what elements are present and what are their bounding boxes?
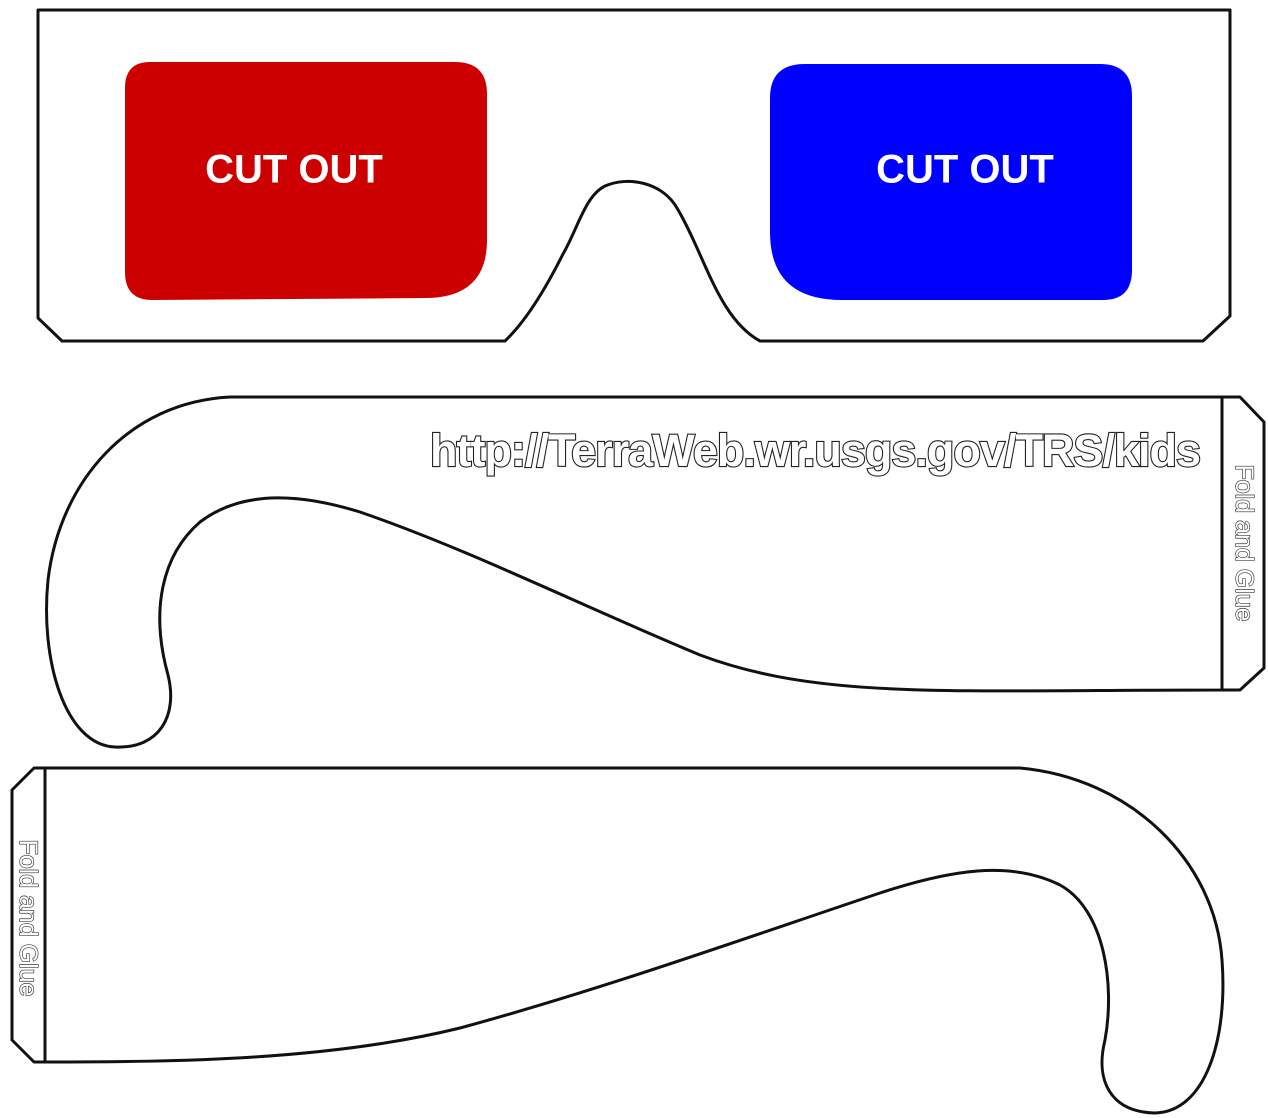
right-lens-blue [770, 64, 1132, 300]
temple-arm-top-fold-label: Fold and Glue [1230, 464, 1258, 621]
temple-arm-bottom-body [43, 766, 1225, 1115]
left-lens-label: CUT OUT [205, 148, 383, 192]
left-lens-red [125, 62, 487, 300]
temple-arm-bottom-fold-label: Fold and Glue [14, 839, 42, 996]
right-lens-label: CUT OUT [876, 148, 1054, 192]
temple-arm-top-body [45, 395, 1224, 749]
temple-arm-bottom: Fold and Glue [10, 766, 1225, 1115]
temple-arm-top: http://TerraWeb.wr.usgs.gov/TRS/kids Fol… [45, 395, 1266, 749]
temple-arm-top-url: http://TerraWeb.wr.usgs.gov/TRS/kids [430, 425, 1200, 476]
glasses-frame: CUT OUT CUT OUT [36, 8, 1232, 343]
